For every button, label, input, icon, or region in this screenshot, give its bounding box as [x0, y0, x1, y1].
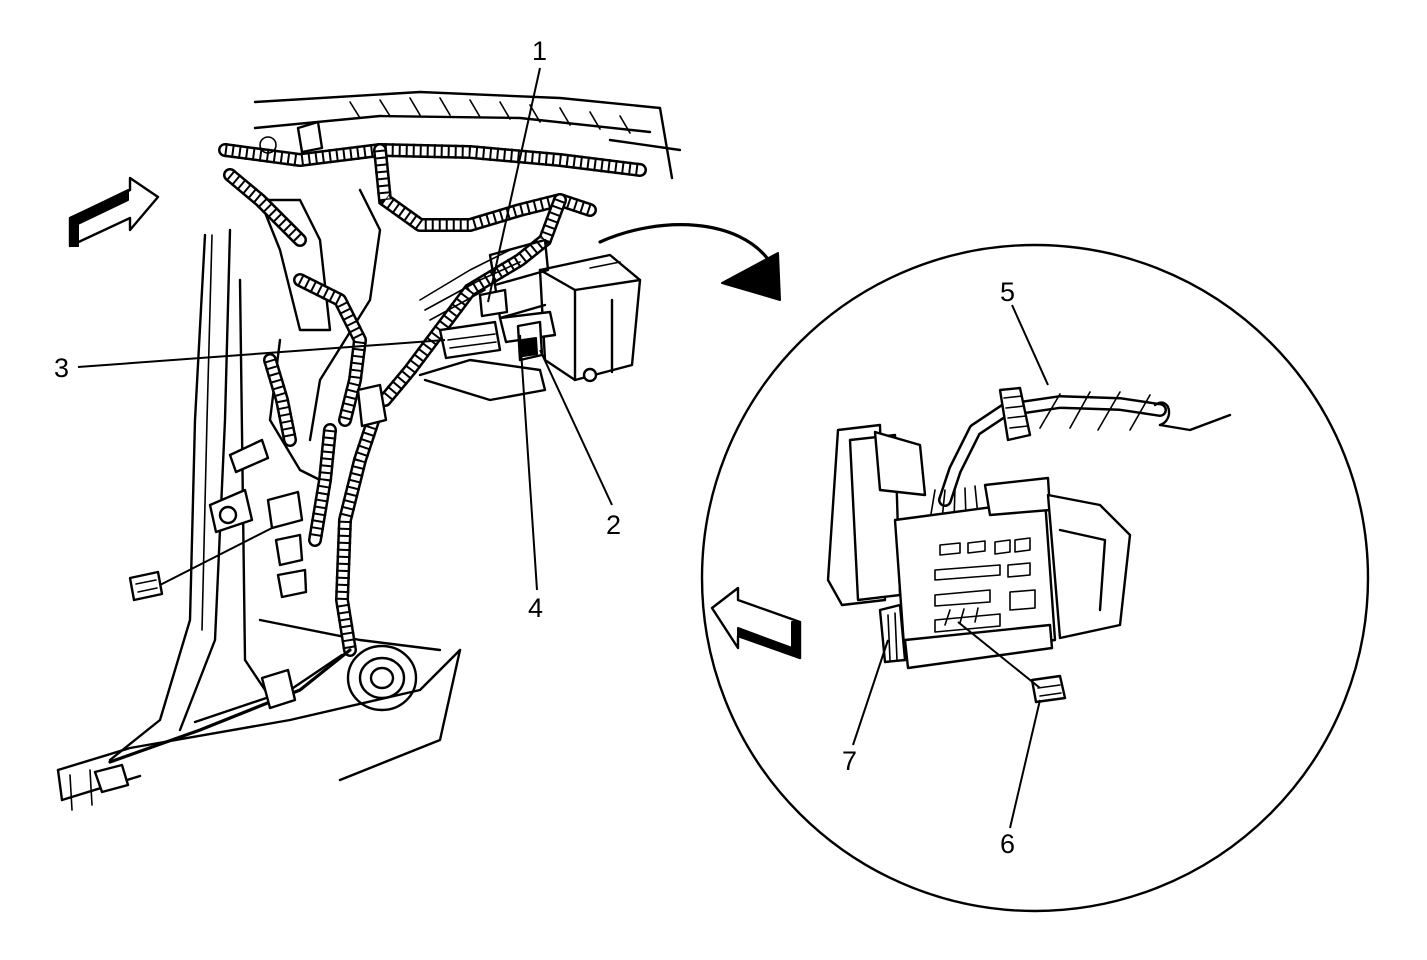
callout-2: 2 — [606, 510, 621, 540]
detail-pigtail-connector — [1030, 674, 1067, 704]
detail-connector-housing — [826, 423, 1132, 670]
loose-connector — [128, 527, 273, 602]
view-direction-arrow — [68, 176, 160, 248]
leader-6b — [957, 621, 1041, 689]
detail-direction-arrow — [710, 586, 802, 660]
callout-1: 1 — [532, 36, 547, 66]
leader-7 — [852, 639, 889, 746]
callout-7: 7 — [842, 746, 857, 776]
instrument-panel-connectors — [438, 288, 557, 362]
leader-5 — [1011, 304, 1049, 386]
callout-4: 4 — [528, 593, 543, 623]
callout-3: 3 — [54, 353, 69, 383]
floor-grommet — [346, 644, 418, 712]
detail-pointer-arrow — [598, 223, 781, 301]
leader-1 — [487, 67, 541, 303]
leader-2 — [539, 349, 613, 506]
callout-labels: 1 2 3 4 5 6 7 — [54, 36, 1015, 859]
callout-6: 6 — [1000, 829, 1015, 859]
callout-5: 5 — [1000, 277, 1015, 307]
leader-3 — [77, 339, 446, 368]
door-pillar — [56, 228, 462, 811]
leader-6 — [1009, 699, 1041, 829]
detail-view-circle — [700, 243, 1370, 913]
vehicle-interior-view — [56, 90, 682, 811]
leader-4 — [519, 334, 538, 591]
detail-harness — [929, 386, 1232, 521]
callout-leaders — [77, 67, 1049, 829]
